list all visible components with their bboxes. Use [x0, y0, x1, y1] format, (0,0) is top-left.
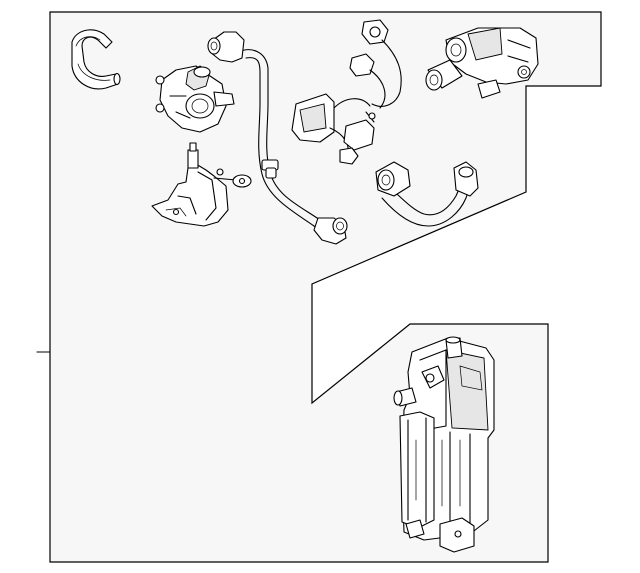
valve-icon	[425, 27, 539, 99]
bracket-icon	[151, 142, 252, 227]
hose-icon	[375, 161, 479, 227]
hose-icon	[207, 31, 348, 245]
wire-harness-icon	[291, 19, 402, 165]
canister-icon	[393, 336, 495, 553]
curved-hose-icon	[71, 29, 121, 90]
pump-icon	[155, 65, 235, 133]
